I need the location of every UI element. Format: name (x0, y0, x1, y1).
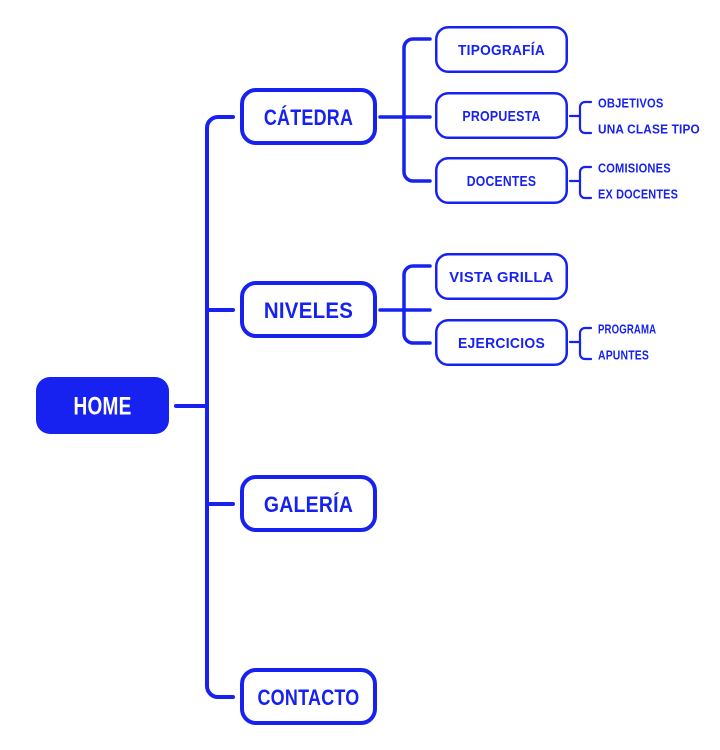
node-galeria-box (240, 475, 377, 532)
niveles-children-bracket-bracket (402, 264, 432, 345)
node-home-label: HOME (74, 393, 132, 421)
node-galeria-label: GALERÍA (264, 492, 353, 517)
connector-layer (174, 37, 593, 699)
node-galeria[interactable]: GALERÍA (240, 475, 377, 532)
main-vertical-spine (205, 115, 235, 699)
node-tipografia-box (435, 26, 568, 73)
node-tipografia-label: TIPOGRAFÍA (458, 42, 545, 59)
docentes-leaf-bracket-bracket (578, 165, 593, 200)
leaf-comisiones[interactable]: COMISIONES (598, 161, 671, 176)
node-tipografia[interactable]: TIPOGRAFÍA (435, 26, 568, 73)
node-propuesta-box (435, 92, 568, 139)
node-docentes-box (435, 157, 568, 204)
node-home[interactable]: HOME (36, 377, 169, 434)
node-niveles[interactable]: NIVELES (240, 281, 377, 338)
node-contacto-label: CONTACTO (257, 685, 359, 710)
node-catedra[interactable]: CÁTEDRA (240, 88, 377, 145)
leaf-programa[interactable]: PROGRAMA (598, 322, 657, 337)
node-layer: HOME CÁTEDRA NIVELES GALERÍA CONTACTO TIPOGRA… (36, 26, 568, 725)
leaf-una-clase-tipo[interactable]: UNA CLASE TIPO (598, 122, 700, 137)
node-ejercicios-box (435, 319, 568, 366)
node-catedra-box (240, 88, 377, 145)
node-home-box (36, 377, 169, 434)
node-vista-grilla-label: VISTA GRILLA (449, 269, 553, 286)
leaf-ex-docentes[interactable]: EX DOCENTES (598, 187, 678, 202)
node-contacto[interactable]: CONTACTO (240, 668, 377, 725)
node-propuesta[interactable]: PROPUESTA (435, 92, 568, 139)
ejercicios-leaf-bracket-bracket (578, 326, 593, 361)
node-docentes-label: DOCENTES (467, 173, 537, 190)
node-contacto-box (240, 668, 377, 725)
catedra-children-bracket-bracket (402, 37, 432, 183)
node-niveles-label: NIVELES (264, 298, 353, 323)
node-docentes[interactable]: DOCENTES (435, 157, 568, 204)
leaf-apuntes[interactable]: APUNTES (598, 348, 649, 363)
node-vista-grilla[interactable]: VISTA GRILLA (435, 253, 568, 300)
node-vista-grilla-box (435, 253, 568, 300)
node-ejercicios[interactable]: EJERCICIOS (435, 319, 568, 366)
leaf-layer: OBJETIVOS UNA CLASE TIPO COMISIONES EX DOCE… (598, 96, 700, 363)
node-ejercicios-label: EJERCICIOS (458, 335, 545, 352)
leaf-objetivos[interactable]: OBJETIVOS (598, 96, 664, 111)
node-niveles-box (240, 281, 377, 338)
node-catedra-label: CÁTEDRA (264, 105, 353, 130)
propuesta-leaf-bracket-bracket (578, 100, 593, 135)
node-propuesta-label: PROPUESTA (462, 108, 540, 125)
